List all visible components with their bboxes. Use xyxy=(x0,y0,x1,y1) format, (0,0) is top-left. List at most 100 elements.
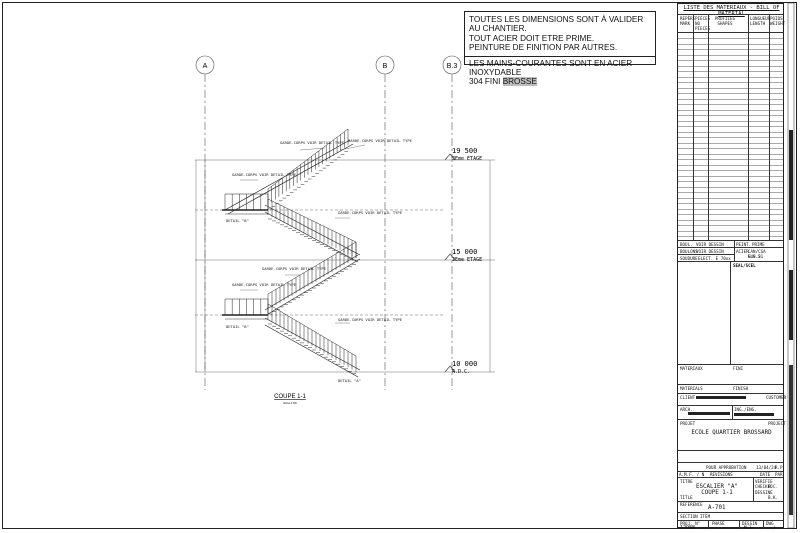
handrail xyxy=(267,198,357,243)
note-line-4: LES MAINS-COURANTES SONT EN ACIER INOXYD… xyxy=(469,58,633,78)
arch-redacted xyxy=(688,412,730,415)
bom-row xyxy=(678,87,783,89)
arch-label: ARCH. xyxy=(680,407,693,412)
rev-label: DWG xyxy=(766,521,774,526)
item-label: ITEM xyxy=(700,514,711,519)
level-3-name: 3Eme ETAGE xyxy=(452,156,482,162)
seal-label: SEAL/SCEL xyxy=(733,263,756,268)
handrail xyxy=(267,128,349,190)
section-scale: ECH 1:50 xyxy=(283,401,296,405)
bom-row xyxy=(678,170,783,171)
revision-date: 13/04/24 xyxy=(756,465,777,470)
callout-detail-b-1: DETAIL "B" xyxy=(226,218,249,223)
bom-row xyxy=(678,137,783,138)
note-line-1: TOUTES LES DIMENSIONS SONT À VALIDER AU … xyxy=(469,15,644,34)
bom-col-pieces: PIÈCES NO PIECES xyxy=(695,16,711,31)
seal-area xyxy=(678,261,731,364)
grid-label-b: B xyxy=(383,63,388,70)
acier-label: ACIER xyxy=(736,249,749,254)
bom-row xyxy=(678,43,783,45)
boul-label: BOUL. xyxy=(680,242,693,247)
finish-label: FINISH xyxy=(733,386,749,391)
bom-row xyxy=(678,76,783,78)
revision-text: POUR APPROBATION xyxy=(706,465,747,470)
bom-row xyxy=(678,208,783,210)
callout-gc-7: GARDE-CORPS VOIR DETAIL TYPE xyxy=(338,317,403,322)
eng-redacted xyxy=(734,413,774,416)
bom-row xyxy=(678,38,783,39)
bom-row xyxy=(678,82,783,83)
callout-gc-6: GARDE-CORPS VOIR DETAIL TYPE xyxy=(232,282,297,287)
bom-row xyxy=(678,197,783,199)
verifie-value: P.C. xyxy=(768,484,779,489)
bom-row xyxy=(678,225,783,226)
rev-header-date: DATE xyxy=(760,472,771,477)
bolt-value: VOIR DESSIN xyxy=(696,249,724,254)
reference-label: REFERENCE xyxy=(680,502,703,507)
level-3-value: 19 500 xyxy=(452,147,477,155)
handrail xyxy=(267,303,357,357)
bom-row xyxy=(678,98,783,100)
acier-value-2: H.S.S. xyxy=(748,254,764,259)
soudure-label: SOUDURE xyxy=(680,256,698,261)
bom-row xyxy=(678,175,783,177)
level-1-value: 10 000 xyxy=(452,360,477,368)
bom-col-weight: POIDS WEIGHT xyxy=(770,16,786,26)
section-title: COUPE 1-1 xyxy=(274,394,306,400)
client-redacted xyxy=(696,396,746,399)
bom-row xyxy=(678,60,783,61)
bolt-label: BOULONS xyxy=(680,249,698,254)
bom-row xyxy=(678,71,783,72)
level-2-value: 15 000 xyxy=(452,248,477,256)
peint-value: PRIME xyxy=(752,242,765,247)
bom-row xyxy=(678,236,783,237)
bom-row xyxy=(678,93,783,94)
note-line-5: 304 FINI BROSSE xyxy=(469,77,651,87)
boul-value: VOIR DESSIN xyxy=(696,242,724,247)
peint-label: PEINT. xyxy=(736,242,752,247)
general-notes-box: TOUTES LES DIMENSIONS SONT À VALIDER AU … xyxy=(464,11,656,87)
bom-row xyxy=(678,181,783,182)
bom-row xyxy=(678,153,783,155)
bom-row xyxy=(678,203,783,204)
section-label: SECTION xyxy=(680,514,698,519)
rev-header-par: PAR xyxy=(775,472,783,477)
bom-row xyxy=(678,142,783,144)
project-label-en: PROJECT xyxy=(768,421,786,426)
bom-row xyxy=(678,164,783,166)
bom-row xyxy=(678,120,783,122)
bom-col-repere: REPÈRE MARK xyxy=(680,16,696,26)
grid-label-b3: B.3 xyxy=(447,63,458,70)
bom-col-profile: PROFILES SHAPES xyxy=(714,16,736,26)
bom-row xyxy=(678,54,783,56)
proj-no-value: 12988 xyxy=(680,525,696,531)
customer-label: CUSTOMER xyxy=(766,395,787,400)
bom-row xyxy=(678,214,783,215)
materiaux-label: MATERIAUX xyxy=(680,366,703,371)
bom-row xyxy=(678,131,783,133)
callout-detail-b-2: DETAIL "B" xyxy=(226,324,249,329)
callout-gc-1: GARDE-CORPS VOIR DETAIL TYPE xyxy=(280,140,345,145)
phase-label: PHASE xyxy=(712,521,725,526)
note-highlight: BROSSE xyxy=(502,77,537,87)
bom-row xyxy=(678,192,783,193)
bom-row xyxy=(678,219,783,221)
fini-label: FINI xyxy=(733,366,744,371)
title-block: LISTE DES MATERIAUX - BILL OF MATERIAL R… xyxy=(677,3,787,531)
note-line-3: PEINTURE DE FINITION PAR AUTRES. xyxy=(469,43,618,53)
bom-row xyxy=(678,65,783,67)
titre-label: TITRE xyxy=(680,479,693,484)
project-name: ECOLE QUARTIER BROSSARD xyxy=(691,430,772,436)
bom-row xyxy=(678,230,783,232)
soudure-value: ELECT. E 70xx xyxy=(698,256,731,261)
rev-header: REVISIONS xyxy=(710,472,733,477)
bom-row xyxy=(678,148,783,149)
client-label: CLIENT xyxy=(680,395,696,400)
handrail xyxy=(267,241,357,295)
rev-value: / xyxy=(773,525,776,530)
bom-row xyxy=(678,49,783,50)
revision-initials: R.P. xyxy=(775,465,786,470)
level-2-name: 2Eme ETAGE xyxy=(452,257,482,263)
dessine-label: DESSINE xyxy=(755,490,773,495)
